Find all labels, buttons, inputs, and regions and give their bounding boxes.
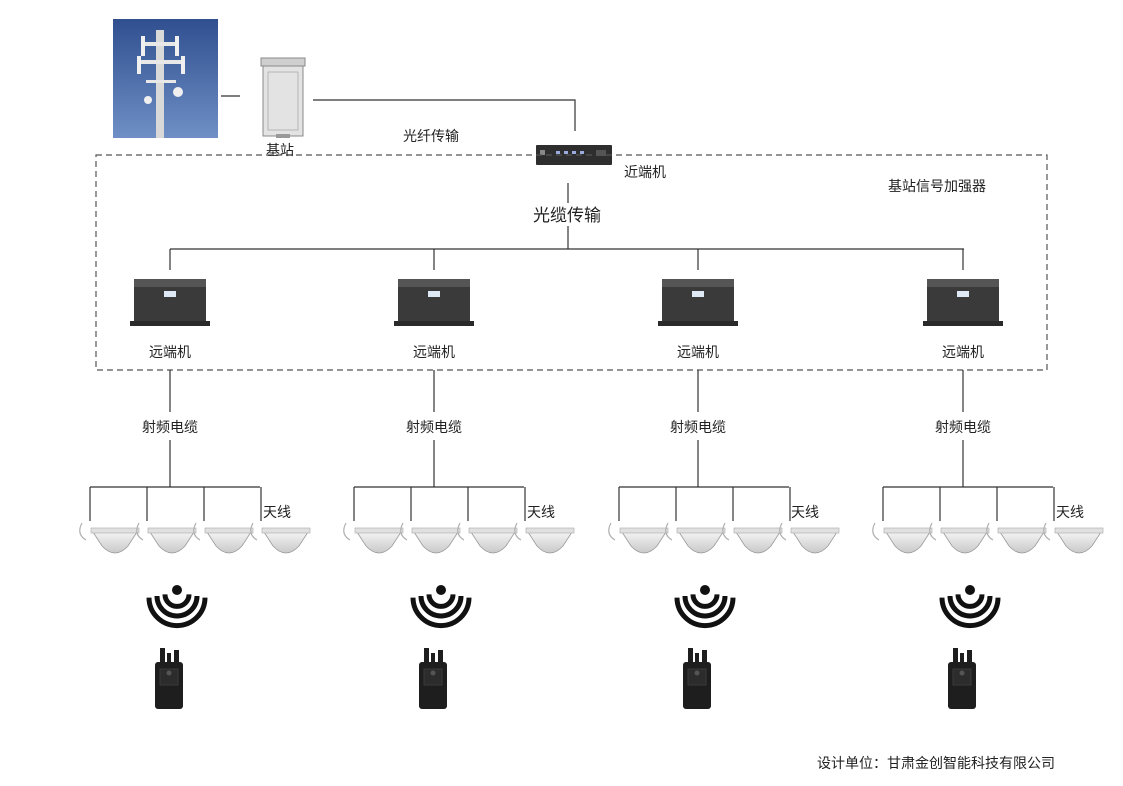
antenna-label: 天线 [1056,505,1084,521]
base-station-label: 基站 [266,142,294,159]
fiber-label: 光纤传输 [403,129,459,145]
remote-label: 远端机 [677,345,719,361]
ceiling-antenna-icon [250,522,311,554]
near-end-label: 近端机 [624,165,666,181]
ceiling-antenna-icon [400,522,461,554]
walkie-talkie-icon [948,648,976,709]
near-end-unit [536,145,612,165]
booster-frame [95,154,1048,371]
wireless-signal-icon [674,585,736,629]
ceiling-antenna-icon [136,522,197,554]
remote-unit [658,279,738,326]
ceiling-antenna-icon [343,522,404,554]
ceiling-antenna-icon [986,522,1047,554]
wireless-signal-icon [146,585,208,629]
remote-label: 远端机 [942,345,984,361]
ceiling-antenna-icon [779,522,840,554]
wireless-signal-icon [939,585,1001,629]
ceiling-antenna-icon [193,522,254,554]
remote-label: 远端机 [413,345,455,361]
ceiling-antenna-icon [79,522,140,554]
remote-unit [130,279,210,326]
ceiling-antenna-icon [608,522,669,554]
rf-cable-label: 射频电缆 [406,420,462,436]
ceiling-antenna-icon [872,522,933,554]
walkie-talkie-icon [419,648,447,709]
antenna-label: 天线 [263,505,291,521]
ceiling-antenna-icon [665,522,726,554]
rf-cable-label: 射频电缆 [142,420,198,436]
walkie-talkie-icon [683,648,711,709]
remote-label: 远端机 [149,345,191,361]
wireless-signal-icon [410,585,472,629]
ceiling-antenna-icon [514,522,575,554]
ceiling-antenna-icon [722,522,783,554]
ceiling-antenna-icon [457,522,518,554]
walkie-talkie-icon [155,648,183,709]
ceiling-antenna-icon [929,522,990,554]
remote-unit [923,279,1003,326]
optical-cable-label: 光缆传输 [533,206,601,226]
remote-unit [394,279,474,326]
base-station-cabinet [260,57,306,138]
booster-label: 基站信号加强器 [888,178,986,195]
antenna-label: 天线 [527,505,555,521]
ceiling-antenna-icon [1043,522,1104,554]
rf-cable-label: 射频电缆 [935,420,991,436]
antenna-label: 天线 [791,505,819,521]
rf-cable-label: 射频电缆 [670,420,726,436]
designer-credit: 设计单位：甘肃金创智能科技有限公司 [817,756,1055,772]
cell-tower-photo [113,19,218,138]
